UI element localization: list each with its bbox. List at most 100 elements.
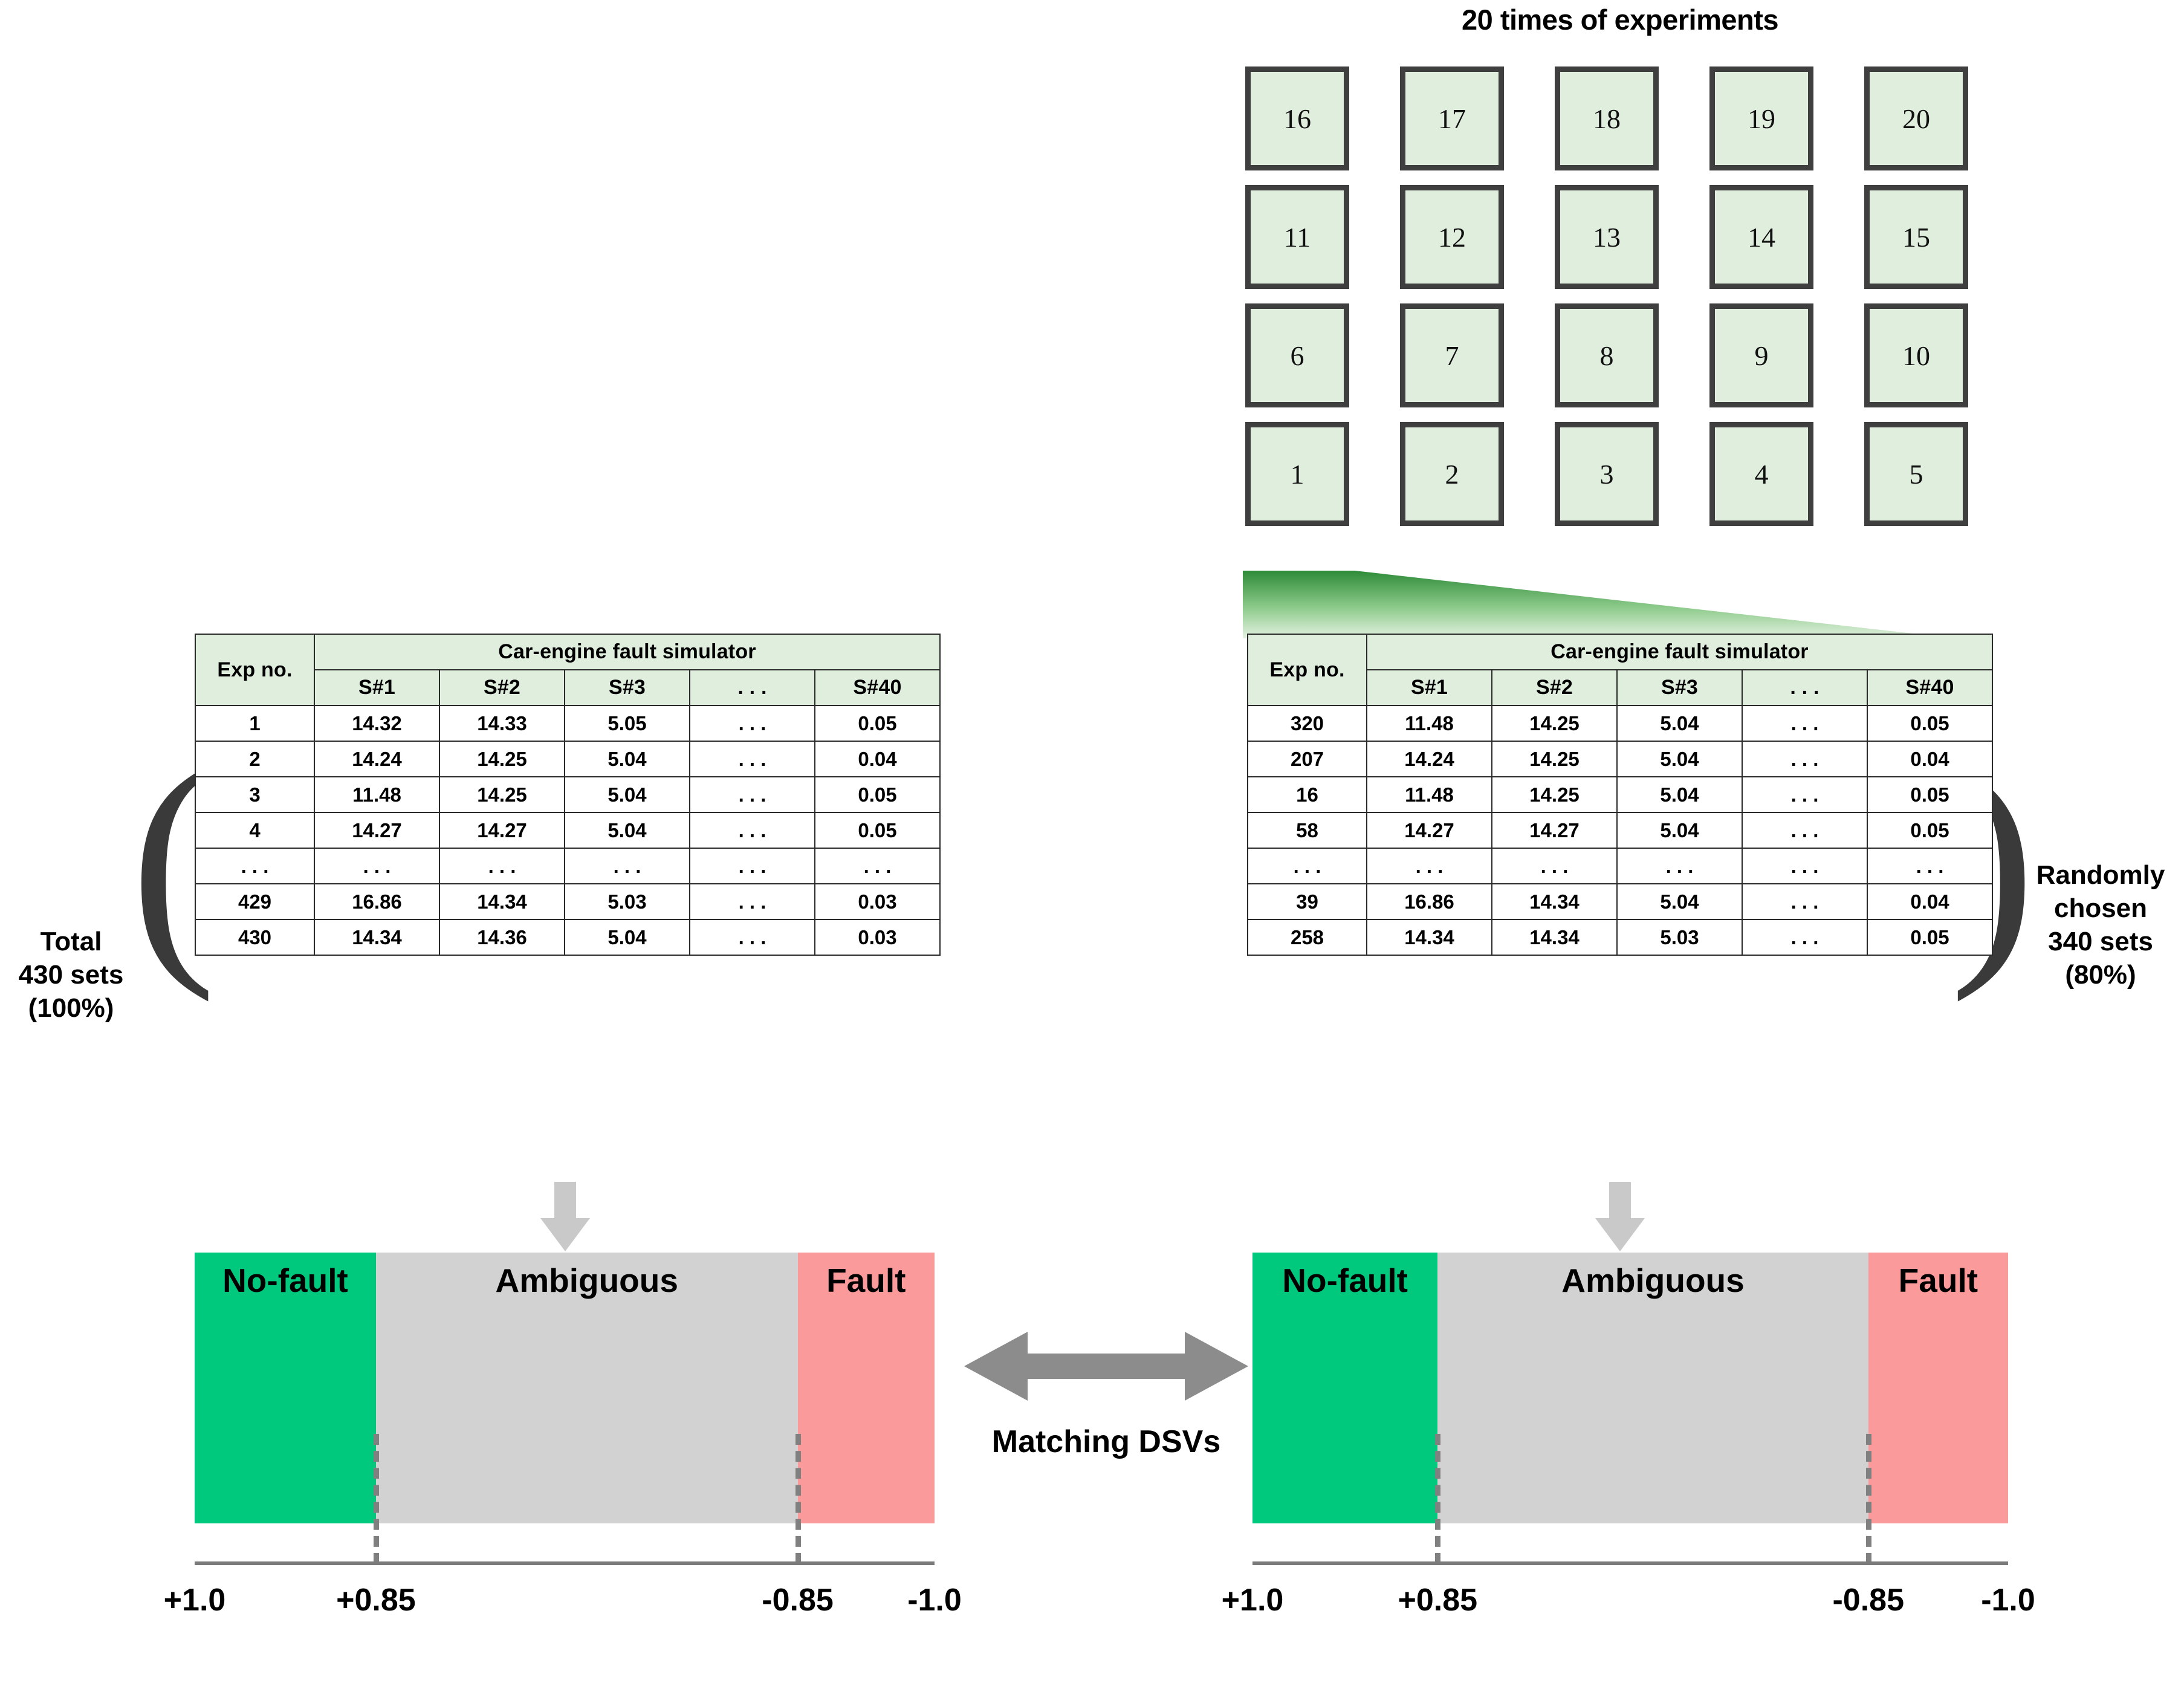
experiment-box-16[interactable]: 16 bbox=[1245, 66, 1349, 170]
cell-value: 5.04 bbox=[564, 919, 690, 956]
column-header-exp-no: Exp no. bbox=[1247, 634, 1367, 706]
cell-value: . . . bbox=[689, 812, 815, 849]
cell-value: 5.04 bbox=[1616, 883, 1743, 920]
experiment-box-label: 17 bbox=[1438, 103, 1466, 134]
experiment-box-11[interactable]: 11 bbox=[1245, 185, 1349, 289]
experiment-box-label: 13 bbox=[1593, 221, 1621, 253]
experiment-box-5[interactable]: 5 bbox=[1864, 422, 1968, 526]
cell-value: 14.33 bbox=[439, 705, 565, 742]
experiment-box-3[interactable]: 3 bbox=[1555, 422, 1659, 526]
experiment-box-label: 1 bbox=[1290, 458, 1304, 490]
cell-value: . . . bbox=[1742, 741, 1868, 777]
left-axis-line bbox=[195, 1561, 935, 1565]
cell-value: 14.32 bbox=[314, 705, 440, 742]
cell-exp-no: 430 bbox=[195, 919, 315, 956]
right-axis-tick-label: -1.0 bbox=[1981, 1583, 2035, 1618]
experiment-box-6[interactable]: 6 bbox=[1245, 303, 1349, 407]
cell-value: . . . bbox=[1616, 848, 1743, 884]
left-axis-tick-label: -1.0 bbox=[907, 1583, 962, 1618]
experiment-box-8[interactable]: 8 bbox=[1555, 303, 1659, 407]
experiment-box-label: 16 bbox=[1283, 103, 1311, 134]
cell-exp-no: 4 bbox=[195, 812, 315, 849]
experiment-box-10[interactable]: 10 bbox=[1864, 303, 1968, 407]
right-dsv-segment-label: Fault bbox=[1898, 1262, 1978, 1299]
column-header-exp-no: Exp no. bbox=[195, 634, 315, 706]
experiment-box-label: 7 bbox=[1445, 340, 1459, 371]
cell-value: . . . bbox=[689, 741, 815, 777]
left-axis-tick-label: +1.0 bbox=[163, 1583, 226, 1618]
left-caption: Total 430 sets (100%) bbox=[6, 925, 136, 1025]
cell-value: 5.04 bbox=[564, 776, 690, 813]
experiment-box-19[interactable]: 19 bbox=[1709, 66, 1813, 170]
cell-value: 11.48 bbox=[1366, 705, 1492, 742]
column-group-header: Car-engine fault simulator bbox=[314, 634, 941, 670]
cell-value: 14.34 bbox=[314, 919, 440, 956]
column-header-S2: S#2 bbox=[439, 669, 565, 706]
cell-value: . . . bbox=[564, 848, 690, 884]
cell-value: 14.34 bbox=[1366, 919, 1492, 956]
left-caption-line-3: (100%) bbox=[28, 993, 114, 1023]
cell-value: . . . bbox=[689, 883, 815, 920]
experiment-box-9[interactable]: 9 bbox=[1709, 303, 1813, 407]
cell-value: . . . bbox=[314, 848, 440, 884]
experiment-box-label: 20 bbox=[1902, 103, 1930, 134]
cell-value: 0.05 bbox=[1867, 776, 1993, 813]
experiment-box-4[interactable]: 4 bbox=[1709, 422, 1813, 526]
experiment-box-7[interactable]: 7 bbox=[1400, 303, 1504, 407]
cell-value: 0.05 bbox=[1867, 919, 1993, 956]
cell-value: . . . bbox=[1366, 848, 1492, 884]
left-axis-tick-label: -0.85 bbox=[762, 1583, 834, 1618]
cell-value: 14.25 bbox=[1491, 776, 1618, 813]
experiment-box-14[interactable]: 14 bbox=[1709, 185, 1813, 289]
experiment-box-12[interactable]: 12 bbox=[1400, 185, 1504, 289]
experiment-box-2[interactable]: 2 bbox=[1400, 422, 1504, 526]
cell-value: 14.34 bbox=[1491, 883, 1618, 920]
cell-value: 0.04 bbox=[1867, 741, 1993, 777]
experiment-box-18[interactable]: 18 bbox=[1555, 66, 1659, 170]
experiment-box-20[interactable]: 20 bbox=[1864, 66, 1968, 170]
right-caption: Randomly chosen 340 sets (80%) bbox=[2019, 858, 2182, 991]
cell-value: . . . bbox=[1742, 705, 1868, 742]
cell-exp-no: 39 bbox=[1247, 883, 1367, 920]
cell-value: 11.48 bbox=[314, 776, 440, 813]
experiment-box-15[interactable]: 15 bbox=[1864, 185, 1968, 289]
cell-value: 0.04 bbox=[1867, 883, 1993, 920]
cell-value: 14.27 bbox=[1366, 812, 1492, 849]
funnel-connector bbox=[1243, 571, 1956, 640]
cell-value: 14.25 bbox=[1491, 705, 1618, 742]
right-caption-line-4: (80%) bbox=[2065, 960, 2136, 990]
experiment-box-17[interactable]: 17 bbox=[1400, 66, 1504, 170]
right-axis-tick-label: +0.85 bbox=[1398, 1583, 1478, 1618]
column-header-S1: S#1 bbox=[314, 669, 440, 706]
matching-dsvs-label: Matching DSVs bbox=[991, 1424, 1221, 1459]
left-axis-tick-label: +0.85 bbox=[336, 1583, 416, 1618]
experiment-box-1[interactable]: 1 bbox=[1245, 422, 1349, 526]
cell-value: 5.03 bbox=[564, 883, 690, 920]
column-header-S40: S#40 bbox=[814, 669, 941, 706]
cell-value: 14.34 bbox=[439, 883, 565, 920]
cell-value: 0.05 bbox=[1867, 812, 1993, 849]
experiment-box-label: 2 bbox=[1445, 458, 1459, 490]
cell-value: 16.86 bbox=[314, 883, 440, 920]
cell-exp-no: 16 bbox=[1247, 776, 1367, 813]
column-header-S3: S#3 bbox=[1616, 669, 1743, 706]
left-caption-line-2: 430 sets bbox=[18, 960, 124, 990]
experiment-box-label: 6 bbox=[1290, 340, 1304, 371]
experiment-box-13[interactable]: 13 bbox=[1555, 185, 1659, 289]
cell-value: . . . bbox=[689, 919, 815, 956]
right-threshold-dash-2 bbox=[1865, 1434, 1871, 1564]
left-threshold-dash-2 bbox=[795, 1434, 801, 1564]
left-dsv-segment-label: Ambiguous bbox=[495, 1262, 678, 1299]
right-dsv-segment-no-fault: No-fault bbox=[1252, 1253, 1438, 1523]
cell-value: 14.25 bbox=[439, 776, 565, 813]
cell-value: 5.04 bbox=[564, 741, 690, 777]
cell-exp-no: 58 bbox=[1247, 812, 1367, 849]
cell-value: 11.48 bbox=[1366, 776, 1492, 813]
